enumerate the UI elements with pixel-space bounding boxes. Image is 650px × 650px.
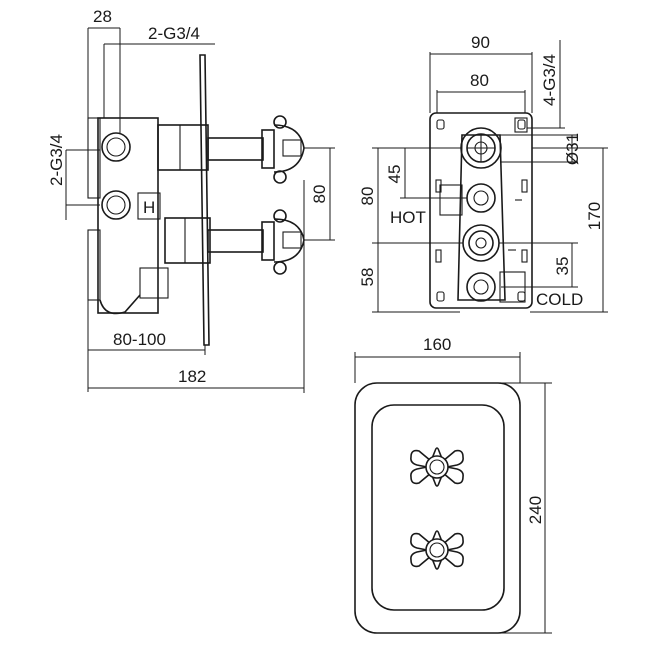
label-cold: COLD: [536, 290, 583, 309]
side-body: [97, 117, 159, 314]
dim-front-80w: 80: [470, 71, 489, 90]
dim-45: 45: [385, 165, 404, 184]
side-top-outlet: [101, 132, 131, 162]
front-hot-inlet: [466, 183, 496, 213]
dim-plate-height: 240: [526, 496, 545, 524]
plate-inner: [371, 404, 505, 611]
dim-35: 35: [553, 257, 572, 276]
side-flange-bottom: [87, 229, 101, 301]
dim-28: 28: [93, 7, 112, 26]
dim-front-90: 90: [471, 33, 490, 52]
side-outlet-marker: H: [143, 198, 155, 217]
plate-outer: [354, 382, 521, 634]
dim-front-80h: 80: [358, 187, 377, 206]
side-lower-cartridge: [164, 217, 211, 264]
front-view: 90 80 4-G3/4 Ø31 170 35 45 80 58: [358, 33, 608, 313]
dim-diameter: Ø31: [563, 133, 582, 165]
dim-left-thread: 2-G3/4: [47, 134, 66, 186]
side-lower-handle: [207, 209, 305, 275]
dim-side-80: 80: [310, 185, 329, 204]
side-wall-plate: [199, 54, 210, 346]
dim-plate-width: 160: [423, 335, 451, 354]
dim-thread-4: 4-G3/4: [540, 54, 559, 106]
plate-view: 160 240: [354, 335, 552, 634]
side-hot-inlet: [101, 190, 131, 220]
dim-total: 182: [178, 367, 206, 386]
front-cold-inlet: [466, 272, 496, 302]
side-view: H 28: [47, 7, 335, 393]
plate-lower-handle: [410, 530, 464, 570]
front-frame: [429, 112, 533, 309]
dim-170: 170: [585, 202, 604, 230]
side-flange-top: [87, 117, 101, 199]
side-upper-handle: [207, 115, 305, 184]
label-hot: HOT: [390, 208, 426, 227]
plate-upper-handle: [410, 447, 464, 487]
dim-58: 58: [358, 268, 377, 287]
dim-top-thread: 2-G3/4: [148, 24, 200, 43]
dim-depth: 80-100: [113, 330, 166, 349]
side-elbow: [99, 294, 141, 315]
